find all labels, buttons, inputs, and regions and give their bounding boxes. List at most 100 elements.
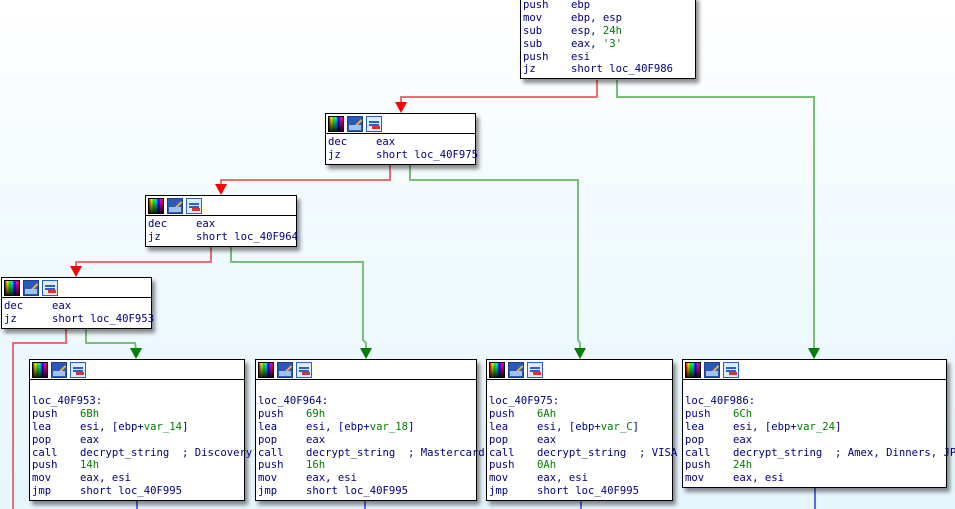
arrowhead-red-icon	[395, 102, 407, 113]
rename-pencil-icon[interactable]	[277, 361, 293, 378]
edge-false-dec2-to-loc-40f964[interactable]	[230, 245, 367, 350]
operand: esi	[571, 50, 591, 63]
mnemonic: mov	[489, 472, 509, 485]
rename-pencil-icon[interactable]	[347, 115, 363, 132]
operand: ]	[408, 420, 415, 433]
graph-overview-icon[interactable]	[42, 279, 58, 296]
graph-overview-icon[interactable]	[366, 115, 382, 132]
mnemonic: jz	[328, 148, 341, 161]
color-palette-icon[interactable]	[258, 361, 274, 378]
rename-pencil-icon[interactable]	[51, 361, 67, 378]
rename-pencil-icon[interactable]	[167, 197, 183, 214]
instruction-line[interactable]: push esi	[523, 51, 693, 64]
color-palette-icon[interactable]	[328, 115, 344, 132]
graph-overview-icon[interactable]	[296, 361, 312, 378]
immediate-operand: 6Bh	[80, 407, 100, 420]
location-label[interactable]: loc_40F986:	[685, 395, 756, 407]
arrowhead-red-icon	[215, 184, 227, 195]
mnemonic: push	[523, 50, 549, 63]
edge-false-dec3-to-loc-40f953[interactable]	[85, 327, 137, 351]
graph-overview-icon[interactable]	[186, 197, 202, 214]
graph-overview-icon[interactable]	[70, 361, 86, 378]
location-label[interactable]: loc_40F964:	[258, 395, 329, 407]
edge-false-entry-to-loc-40f986[interactable]	[616, 80, 815, 350]
immediate-operand: '3'	[602, 37, 623, 50]
edge-true-dec1-to-dec2[interactable]	[220, 163, 391, 188]
mnemonic: push	[489, 459, 515, 472]
edge-true-dec2-to-dec3[interactable]	[75, 245, 212, 270]
color-palette-icon[interactable]	[148, 197, 164, 214]
immediate-operand: 14h	[80, 459, 100, 472]
color-palette-icon[interactable]	[32, 361, 48, 378]
color-palette-icon[interactable]	[4, 279, 20, 296]
graph-overview-icon[interactable]	[527, 361, 543, 378]
rename-pencil-icon[interactable]	[508, 361, 524, 378]
graph-overview-icon[interactable]	[723, 361, 739, 378]
rename-pencil-icon[interactable]	[23, 279, 39, 296]
mnemonic: lea	[489, 420, 509, 433]
operand: short loc_40F975	[376, 148, 479, 161]
edge-true-dec3-offscreen[interactable]	[12, 327, 67, 509]
mnemonic: dec	[4, 300, 24, 312]
location-label[interactable]: loc_40F953:	[32, 395, 103, 407]
color-palette-icon[interactable]	[489, 361, 505, 378]
edge-false-dec1-to-loc-40f975[interactable]	[409, 163, 581, 350]
rename-pencil-icon[interactable]	[704, 361, 720, 378]
location-label[interactable]: loc_40F975:	[489, 395, 560, 407]
instruction-line[interactable]: jz short loc_40F975	[328, 148, 478, 162]
color-palette-icon[interactable]	[685, 361, 701, 378]
operand: short loc_40F995	[80, 485, 183, 498]
mnemonic: push	[685, 459, 711, 472]
operand: ]	[182, 420, 189, 433]
stack-variable: var_18	[369, 420, 409, 433]
edge-true-entry-to-dec1[interactable]	[400, 80, 598, 106]
operand: eax, esi	[80, 472, 132, 485]
